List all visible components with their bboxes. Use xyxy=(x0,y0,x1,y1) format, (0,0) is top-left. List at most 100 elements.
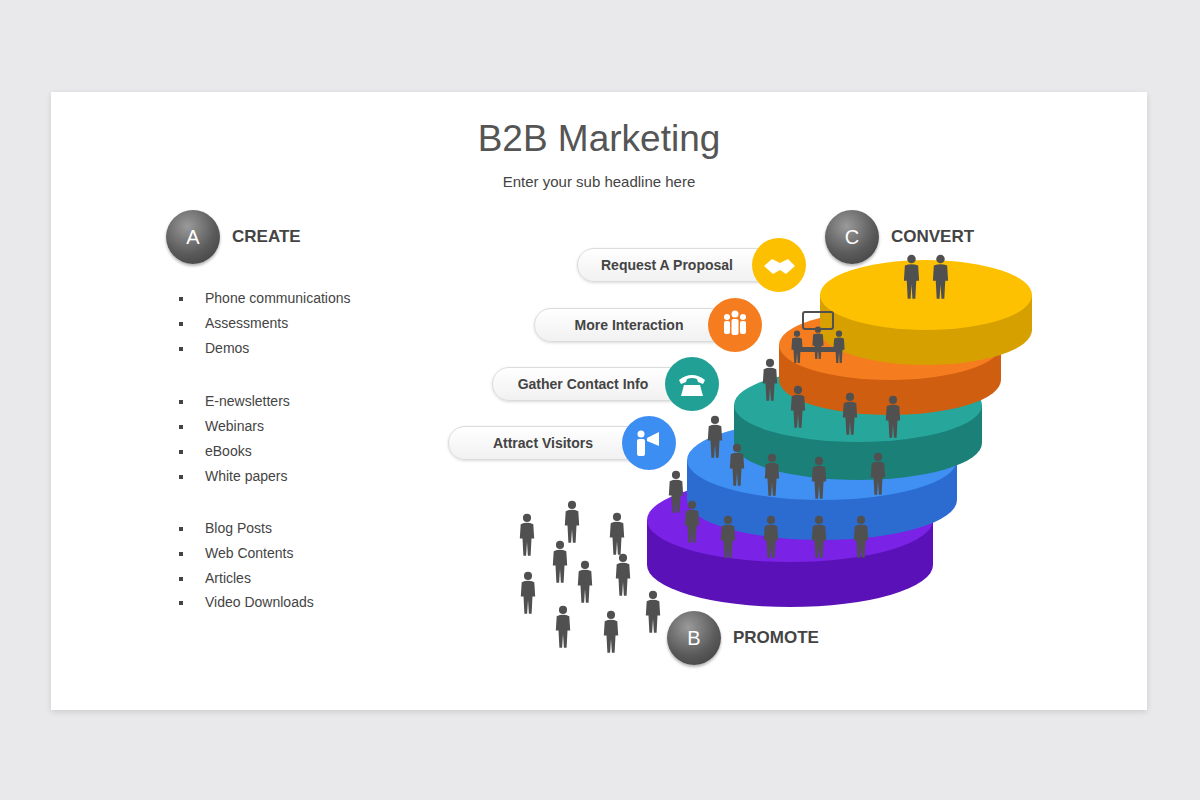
icon-head xyxy=(732,311,739,318)
person xyxy=(791,331,802,364)
bullet-square xyxy=(179,552,183,556)
slide-title: B2B Marketing xyxy=(300,118,898,160)
person xyxy=(812,457,826,499)
icon-body xyxy=(637,439,645,456)
bullet-square xyxy=(179,475,183,479)
person xyxy=(763,359,777,401)
step-circle: BPROMOTE xyxy=(667,611,721,665)
icon-circle xyxy=(708,298,762,352)
teal-disc-people xyxy=(763,359,900,438)
bullet-square xyxy=(179,400,183,404)
phone-base xyxy=(681,385,703,396)
yellow-disc-people xyxy=(904,255,948,299)
icon-circle xyxy=(665,357,719,411)
person xyxy=(616,554,630,596)
bullet-square xyxy=(179,322,183,326)
icon-circle xyxy=(622,416,676,470)
icon-body xyxy=(732,319,739,335)
step-letter: B xyxy=(667,611,721,665)
bullet-item: Phone communications xyxy=(205,290,351,306)
person xyxy=(669,471,683,513)
pill-text: Attract Visitors xyxy=(493,435,593,451)
step-letter: C xyxy=(825,210,879,264)
person xyxy=(886,396,900,438)
step-pill: Request A Proposal xyxy=(577,248,779,282)
icon-circle xyxy=(752,238,806,292)
person xyxy=(556,606,570,648)
bullet-item: eBooks xyxy=(205,443,252,459)
person xyxy=(520,514,534,556)
bullet-square xyxy=(179,347,183,351)
megaphone-icon xyxy=(637,431,659,457)
person xyxy=(721,516,735,558)
icon-head xyxy=(638,431,645,438)
phone-handset xyxy=(679,375,705,384)
bullet-item: Demos xyxy=(205,340,249,356)
blue-disc-people xyxy=(708,416,885,499)
step-heading: PROMOTE xyxy=(733,611,819,665)
bullet-square xyxy=(179,450,183,454)
phone-icon xyxy=(679,375,705,396)
person xyxy=(764,516,778,558)
person xyxy=(610,513,624,555)
icon-head xyxy=(740,314,746,320)
person xyxy=(521,572,535,614)
person xyxy=(812,516,826,558)
person xyxy=(765,454,779,496)
person xyxy=(646,591,660,633)
person xyxy=(791,386,805,428)
person xyxy=(854,516,868,558)
person xyxy=(685,501,699,543)
pill-text: Gather Contact Info xyxy=(518,376,649,392)
bullet-square xyxy=(179,425,183,429)
person xyxy=(578,561,592,603)
person xyxy=(933,255,948,299)
step-pill: More Interaction xyxy=(534,308,735,342)
sub-headline: Enter your sub headline here xyxy=(300,173,898,190)
megaphone xyxy=(647,432,659,446)
step-letter: A xyxy=(166,210,220,264)
bullet-item: Webinars xyxy=(205,418,264,434)
person xyxy=(565,501,579,543)
pill-text: Request A Proposal xyxy=(601,257,733,273)
crowd xyxy=(520,501,660,653)
step-circle: CCONVERT xyxy=(825,210,879,264)
bullet-item: Blog Posts xyxy=(205,520,272,536)
step-pill: Attract Visitors xyxy=(448,426,649,460)
bullet-item: Web Contents xyxy=(205,545,293,561)
person xyxy=(604,611,618,653)
step-heading: CONVERT xyxy=(891,210,974,264)
bullet-item: White papers xyxy=(205,468,287,484)
icon-body xyxy=(740,321,746,334)
icon-head xyxy=(724,314,730,320)
meeting-group xyxy=(791,312,844,363)
icon-body xyxy=(724,321,730,334)
person xyxy=(730,444,744,486)
person xyxy=(904,255,919,299)
person xyxy=(553,541,567,583)
bullet-square xyxy=(179,577,183,581)
bullet-item: E-newsletters xyxy=(205,393,290,409)
step-heading: CREATE xyxy=(232,210,301,264)
people-icon xyxy=(724,311,746,336)
person xyxy=(833,331,844,364)
bullet-square xyxy=(179,527,183,531)
step-circle: ACREATE xyxy=(166,210,220,264)
disc-top xyxy=(820,260,1032,330)
person xyxy=(812,327,823,360)
person xyxy=(708,416,722,458)
bullet-square xyxy=(179,601,183,605)
person xyxy=(843,393,857,435)
bullet-item: Articles xyxy=(205,570,251,586)
bullet-item: Video Downloads xyxy=(205,594,314,610)
pill-text: More Interaction xyxy=(575,317,684,333)
speech-bubble xyxy=(803,312,833,329)
step-pill: Gather Contact Info xyxy=(492,367,692,401)
meeting-table xyxy=(800,347,838,352)
bullet-item: Assessments xyxy=(205,315,288,331)
handshake-icon xyxy=(764,259,795,274)
bullet-square xyxy=(179,297,183,301)
person xyxy=(871,453,885,495)
